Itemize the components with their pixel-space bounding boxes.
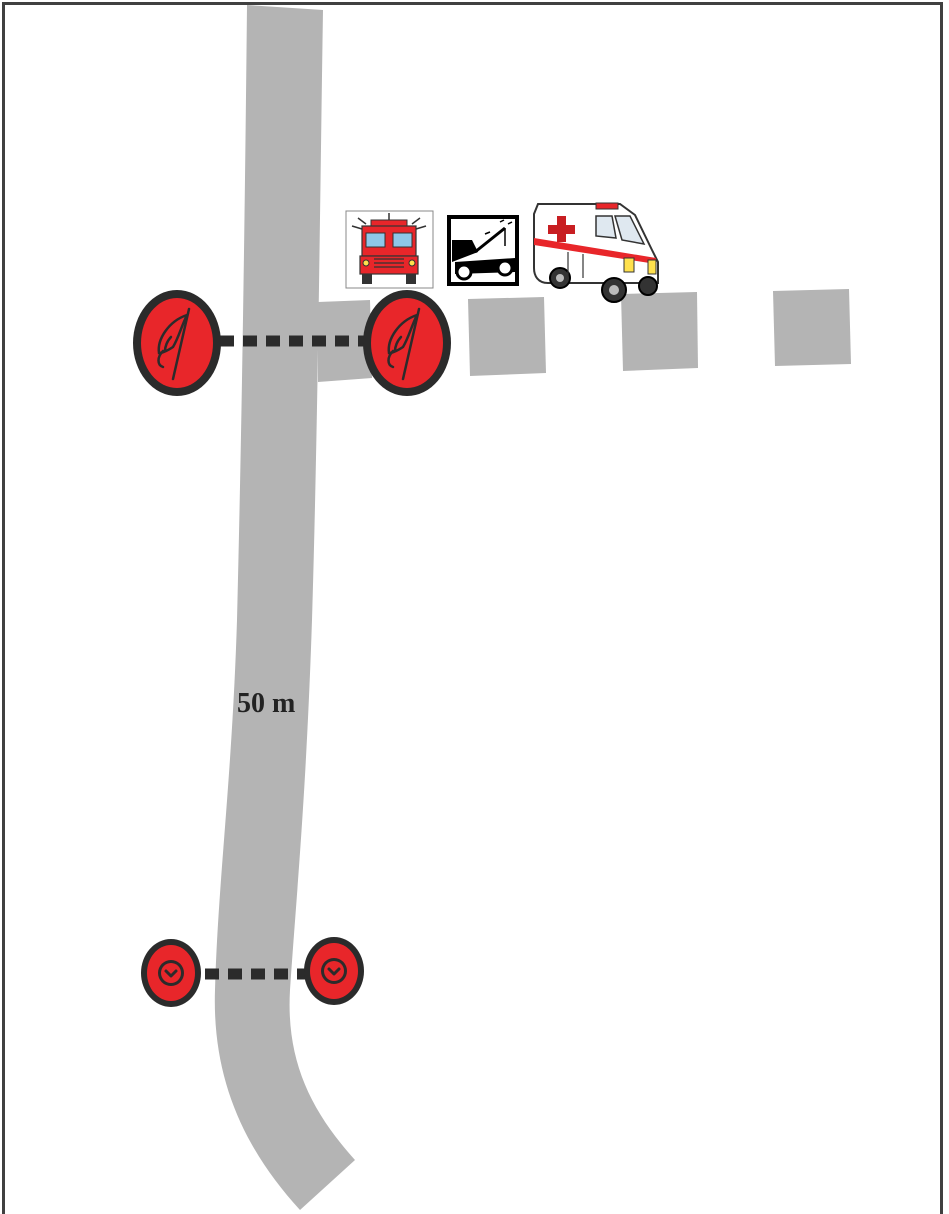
ambulance-icon bbox=[534, 203, 658, 302]
main-road bbox=[215, 5, 355, 1210]
road-block-2 bbox=[621, 292, 698, 371]
no-entry-emergency-sign-right bbox=[363, 290, 451, 396]
tow-truck-icon bbox=[447, 215, 519, 286]
chevron-sign-left bbox=[141, 939, 201, 1007]
chevron-sign-right bbox=[304, 937, 364, 1005]
road-block-3 bbox=[773, 289, 851, 366]
fire-truck-icon bbox=[346, 211, 433, 288]
distance-label: 50 m bbox=[237, 688, 295, 720]
no-entry-emergency-sign-left bbox=[133, 290, 221, 396]
road-block-1 bbox=[468, 297, 546, 376]
